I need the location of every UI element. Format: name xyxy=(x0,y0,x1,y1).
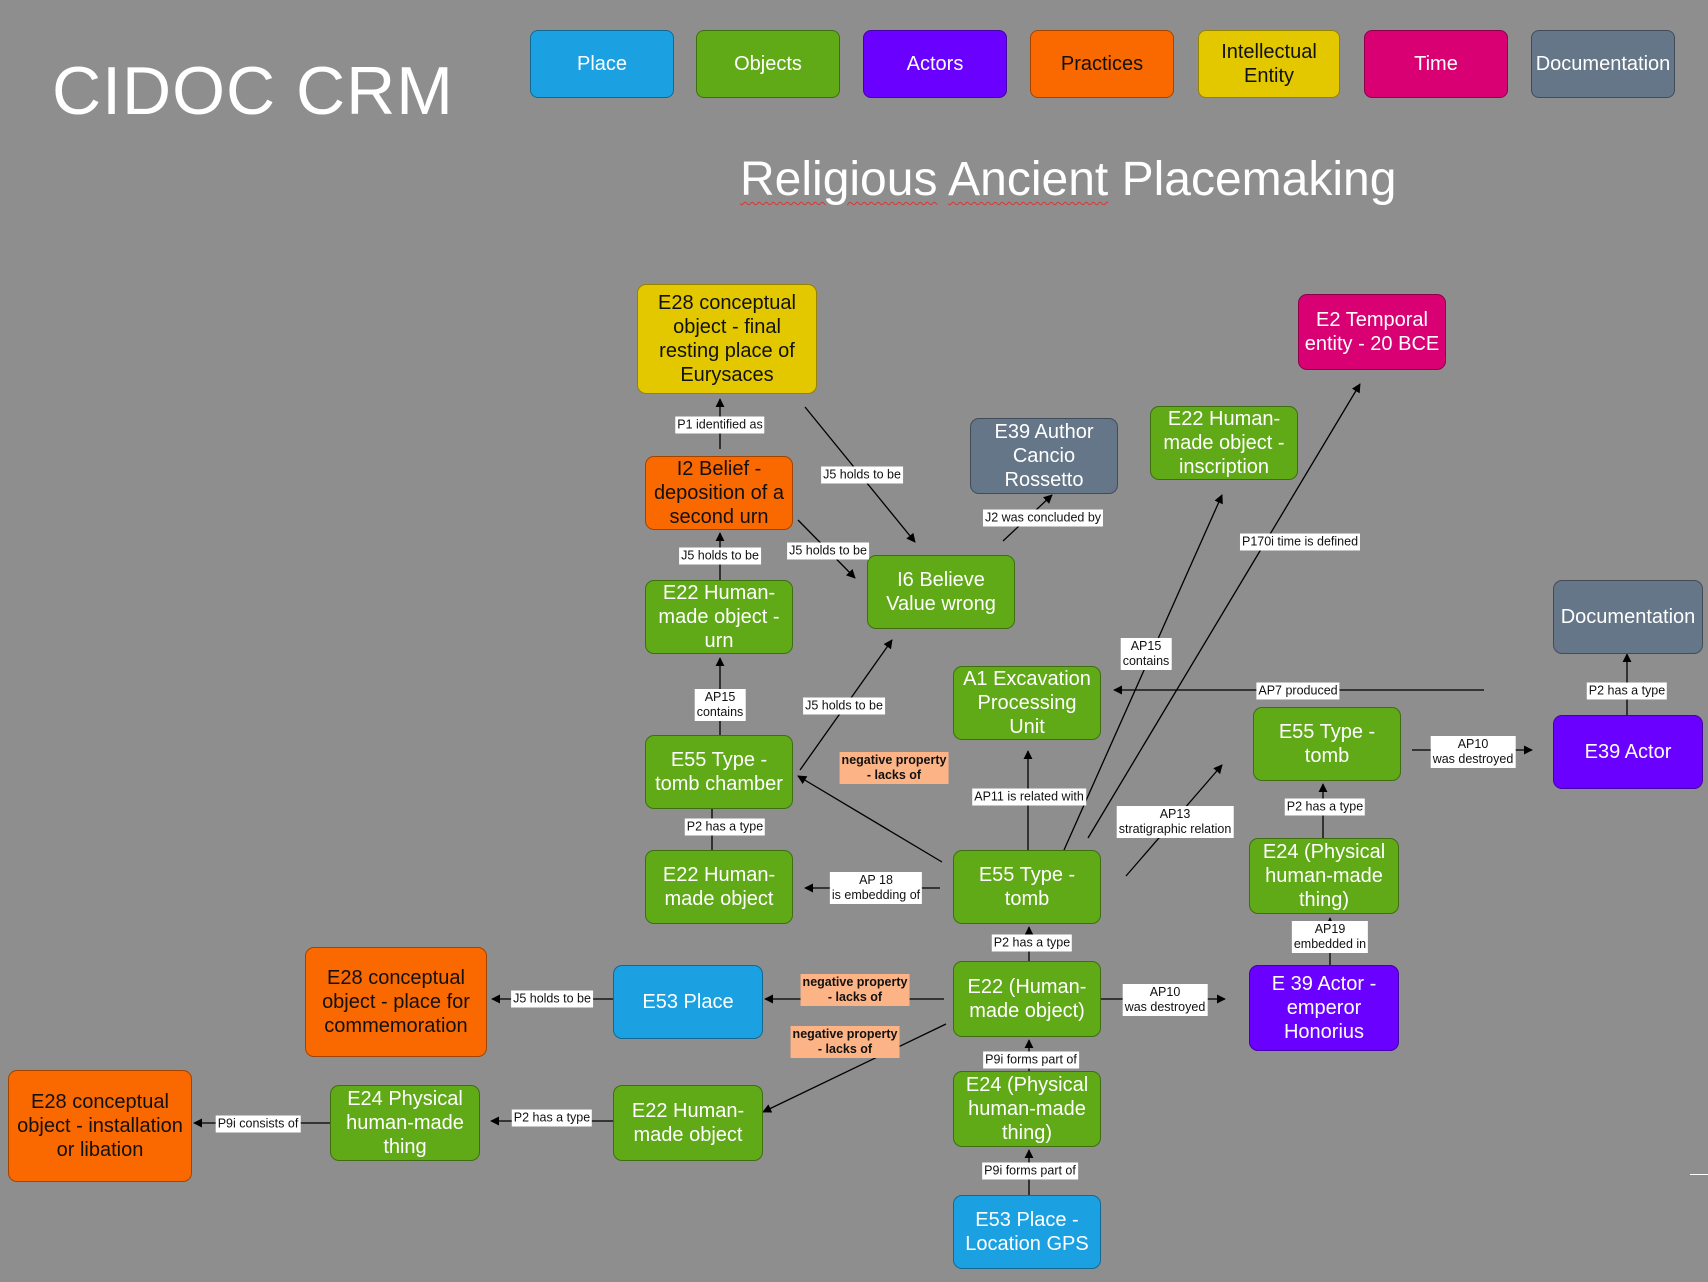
edge-label: negative property- lacks of xyxy=(790,1026,900,1058)
node-e22-inscription[interactable]: E22 Human-made object - inscription xyxy=(1150,406,1298,480)
node-e39-honorius[interactable]: E 39 Actor - emperor Honorius xyxy=(1249,965,1399,1051)
node-e22-center[interactable]: E22 (Human-made object) xyxy=(953,961,1101,1037)
node-e24-left[interactable]: E24 Physical human-made thing xyxy=(330,1085,480,1161)
divider xyxy=(1690,1174,1708,1175)
node-e22-obj-b[interactable]: E22 Human-made object xyxy=(613,1085,763,1161)
edge-label: J2 was concluded by xyxy=(982,509,1104,527)
edge-label: J5 holds to be xyxy=(787,542,869,560)
edge-e55-tomb-c-to-e55-chamber xyxy=(797,775,943,863)
edge-label: P9i forms part of xyxy=(982,1162,1078,1180)
node-doc-box[interactable]: Documentation xyxy=(1553,580,1703,654)
app-title: CIDOC CRM xyxy=(52,53,454,129)
diagram-title-word: Ancient xyxy=(948,153,1109,206)
legend-intellectual-entity-button[interactable]: Intellectual Entity xyxy=(1198,30,1340,98)
edge-label: negative property- lacks of xyxy=(800,974,910,1006)
edge-e55-tomb-c-to-e2-temporal xyxy=(1087,383,1361,839)
edge-label: P2 has a type xyxy=(1284,798,1366,816)
edge-label: AP11 is related with xyxy=(972,788,1086,806)
legend-objects-button[interactable]: Objects xyxy=(696,30,840,98)
edge-label: J5 holds to be xyxy=(821,466,903,484)
edge-label: P9i forms part of xyxy=(983,1051,1079,1069)
diagram-title-word: Placemaking xyxy=(1121,153,1397,206)
edge-label: P1 identified as xyxy=(675,416,765,434)
node-e53-place[interactable]: E53 Place xyxy=(613,965,763,1039)
edge-label: P170i time is defined xyxy=(1239,533,1361,551)
edge-label: AP7 produced xyxy=(1256,682,1340,700)
node-e22-obj-a[interactable]: E22 Human-made object xyxy=(645,850,793,924)
node-e39-actor[interactable]: E39 Actor xyxy=(1553,715,1703,789)
legend-actors-button[interactable]: Actors xyxy=(863,30,1007,98)
node-e28-final[interactable]: E28 conceptual object - final resting pl… xyxy=(637,284,817,394)
legend-documentation-button[interactable]: Documentation xyxy=(1531,30,1675,98)
node-i2-belief[interactable]: I2 Belief - deposition of a second urn xyxy=(645,456,793,530)
edge-label: P2 has a type xyxy=(1586,682,1668,700)
node-e24-r[interactable]: E24 (Physical human-made thing) xyxy=(1249,838,1399,914)
edge-e55-tomb-c-to-e22-inscription xyxy=(1063,494,1223,851)
edge-label: P2 has a type xyxy=(511,1109,593,1127)
node-e55-tomb-c[interactable]: E55 Type - tomb xyxy=(953,850,1101,924)
edge-e22-center-to-e22-obj-b xyxy=(762,1023,947,1113)
node-e53-gps[interactable]: E53 Place - Location GPS xyxy=(953,1195,1101,1269)
node-e55-chamber[interactable]: E55 Type - tomb chamber xyxy=(645,735,793,809)
node-e2-temporal[interactable]: E2 Temporal entity - 20 BCE xyxy=(1298,294,1446,370)
edge-label: P2 has a type xyxy=(991,934,1073,952)
node-a1-excavation[interactable]: A1 Excavation Processing Unit xyxy=(953,666,1101,740)
node-e22-urn[interactable]: E22 Human-made object - urn xyxy=(645,580,793,654)
legend-place-button[interactable]: Place xyxy=(530,30,674,98)
node-e28-libation[interactable]: E28 conceptual object - installation or … xyxy=(8,1070,192,1182)
legend-time-button[interactable]: Time xyxy=(1364,30,1508,98)
edge-label: negative property- lacks of xyxy=(839,752,949,784)
node-e39-author[interactable]: E39 Author Cancio Rossetto xyxy=(970,418,1118,494)
legend-practices-button[interactable]: Practices xyxy=(1030,30,1174,98)
edge-label: J5 holds to be xyxy=(511,990,593,1008)
node-e55-tomb-r[interactable]: E55 Type - tomb xyxy=(1253,707,1401,781)
node-e28-commem[interactable]: E28 conceptual object - place for commem… xyxy=(305,947,487,1057)
edge-label: J5 holds to be xyxy=(679,547,761,565)
node-e24-center[interactable]: E24 (Physical human-made thing) xyxy=(953,1071,1101,1147)
edge-label: P9i consists of xyxy=(215,1115,301,1133)
edge-label: J5 holds to be xyxy=(803,697,885,715)
node-i6-believe[interactable]: I6 Believe Value wrong xyxy=(867,555,1015,629)
edge-label: P2 has a type xyxy=(684,818,766,836)
diagram-title: Religious Ancient Placemaking xyxy=(740,152,1396,207)
diagram-title-word: Religious xyxy=(740,153,938,206)
